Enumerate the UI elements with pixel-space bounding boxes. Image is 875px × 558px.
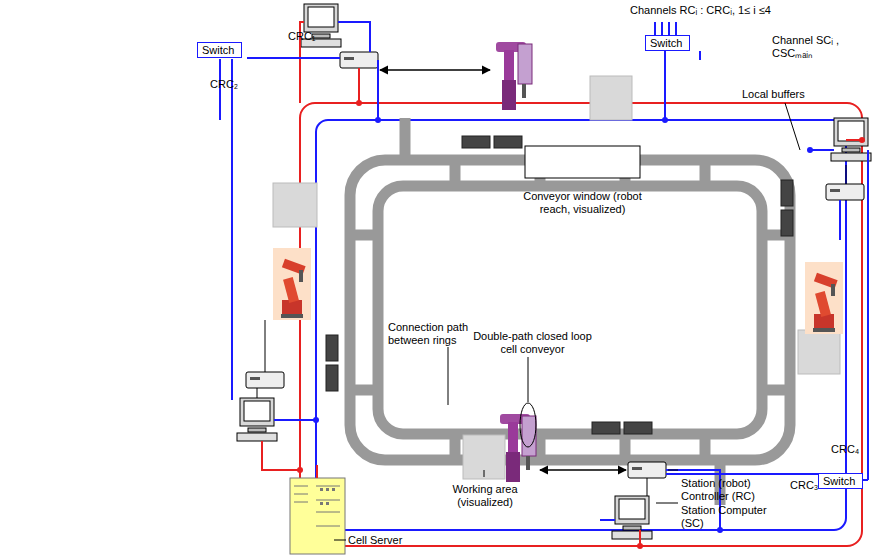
callout-label: Working area (visualized) [440,483,530,509]
channel-note: Channels RCᵢ : CRCᵢ, 1≤ i ≤4 [630,4,830,17]
network-switch: Switch [197,42,242,58]
callout-label: Cell Server [348,534,438,547]
switch-label: Switch [202,44,234,56]
callout-label: Double-path closed loop cell conveyor [470,330,595,356]
switch-label: Switch [823,475,855,487]
switch-label: Switch [650,37,682,49]
link-name: CRC₃ [790,479,830,492]
link-name: CRC₂ [210,78,250,91]
link-name: CRC₁ [288,30,328,43]
network-switch: Switch [818,473,863,489]
callout-label: Conveyor window (robot reach, visualized… [520,190,645,216]
channel-note: Channel SCᵢ , CSCₘₐᵢₙ [772,34,862,60]
callout-label: Station (robot) Controller (RC) [681,477,791,503]
network-switch: Switch [645,35,690,51]
link-name: CRC₄ [831,443,871,456]
callout-label: Local buffers [742,88,832,101]
callout-label: Station Computer (SC) [681,504,771,530]
